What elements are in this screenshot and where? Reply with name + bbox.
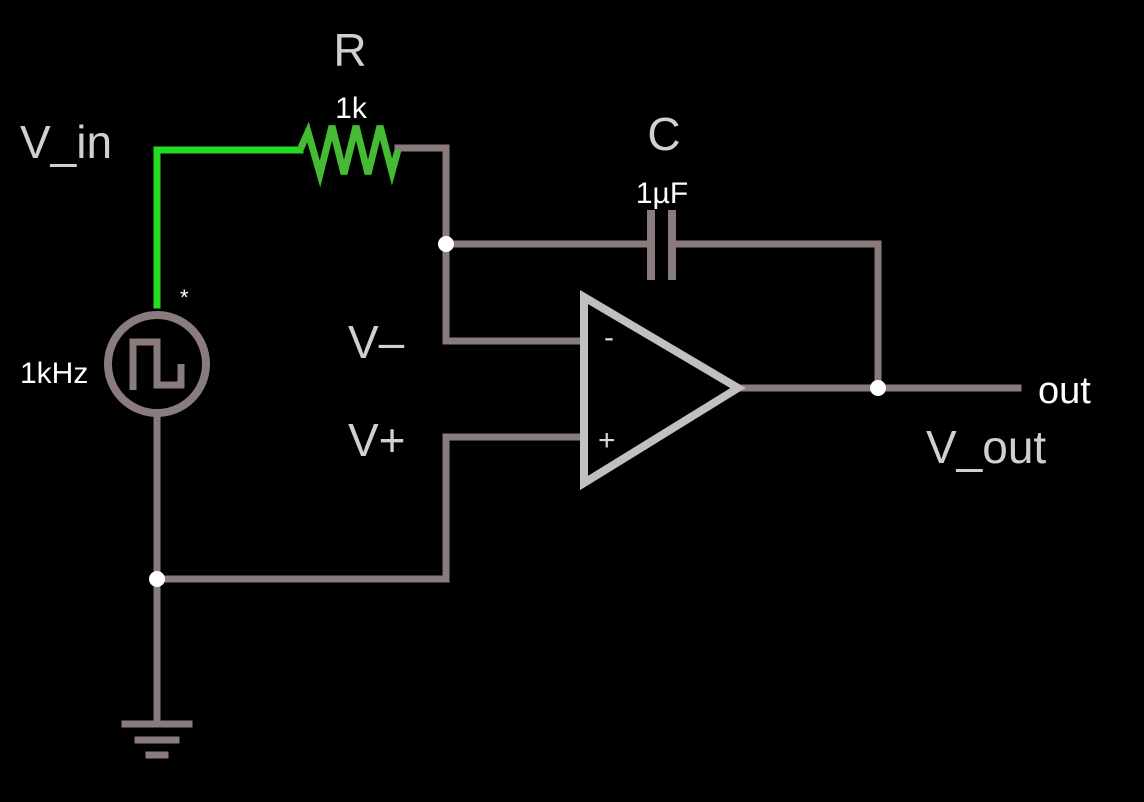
capacitor-to-output-wire[interactable]	[668, 240, 882, 392]
non-inverting-input-wire[interactable]	[153, 433, 586, 583]
opamp-minus-sign: -	[604, 321, 614, 354]
source-marker: *	[180, 285, 189, 310]
junction-dot	[438, 236, 454, 252]
capacitor-symbol[interactable]	[647, 210, 676, 280]
node-to-inverting-input-wire[interactable]	[442, 240, 586, 345]
junction-nodes	[149, 236, 886, 587]
input-wire[interactable]	[153, 146, 304, 309]
junction-dot	[149, 571, 165, 587]
junction-dot	[870, 380, 886, 396]
resistor-value-label: 1k	[335, 92, 368, 125]
resistor-name-label: R	[333, 24, 366, 76]
ground-icon	[121, 720, 193, 759]
source-frequency-label: 1kHz	[20, 357, 88, 390]
square-wave-icon	[129, 338, 185, 390]
v-plus-label: V+	[348, 414, 406, 466]
v-minus-label: V–	[348, 316, 405, 368]
opamp-symbol[interactable]	[580, 289, 746, 491]
v-in-label: V_in	[20, 116, 112, 168]
capacitor-name-label: C	[647, 108, 680, 160]
resistor-symbol[interactable]	[296, 121, 402, 188]
square-wave-source[interactable]	[104, 311, 210, 417]
out-label: out	[1038, 370, 1091, 412]
capacitor-value-label: 1µF	[636, 177, 688, 210]
v-out-label: V_out	[926, 421, 1046, 473]
opamp-plus-sign: +	[598, 424, 616, 457]
resistor-to-node-wire[interactable]	[394, 144, 450, 248]
